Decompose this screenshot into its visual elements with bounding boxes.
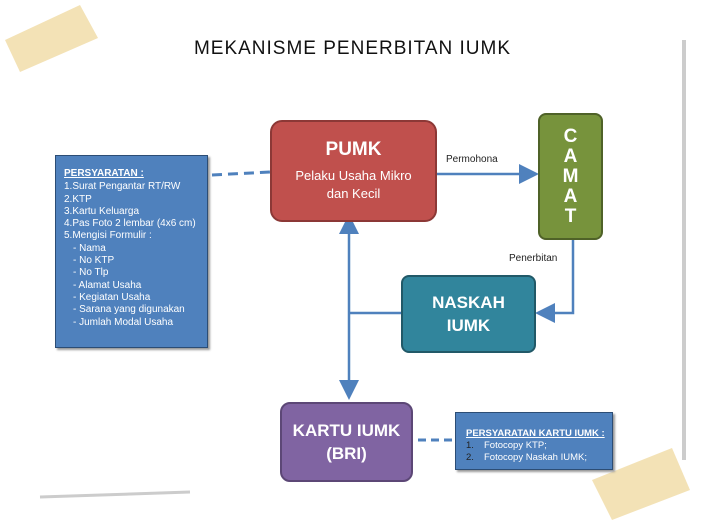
requirement-item: 3.Kartu Keluarga: [64, 205, 140, 217]
card-requirement-item: 1. Fotocopy KTP;: [466, 440, 612, 452]
form-field-item: - No KTP: [73, 255, 115, 267]
page-shadow-bottom: [39, 490, 191, 499]
item-number: 2.: [466, 452, 474, 463]
page-title: MEKANISME PENERBITAN IUMK: [193, 38, 512, 59]
card-requirement-item: 2. Fotocopy Naskah IUMK;: [466, 452, 612, 464]
item-text: Fotocopy KTP;: [484, 440, 547, 451]
requirement-item: 2.KTP: [64, 193, 92, 205]
requirement-item: 4.Pas Foto 2 lembar (4x6 cm): [64, 218, 196, 230]
camat-letter: M: [562, 165, 579, 187]
kartu-line-1: KARTU IUMK: [292, 421, 401, 440]
penerbitan-label: Penerbitan: [509, 253, 558, 264]
item-number: 1.: [466, 440, 474, 451]
arrow-camat-to-naskah: [535, 240, 575, 323]
camat-letter: C: [563, 125, 578, 147]
naskah-iumk-node: NASKAH IUMK: [401, 275, 536, 353]
dashed-connector-requirements: [211, 170, 271, 177]
form-field-item: - Alamat Usaha: [73, 279, 142, 291]
card-requirements-box: PERSYARATAN KARTU IUMK : 1. Fotocopy KTP;…: [455, 412, 613, 470]
pumk-node: PUMK Pelaku Usaha Mikro dan Kecil: [270, 120, 437, 222]
pumk-title: PUMK: [325, 139, 382, 160]
form-field-item: - Sarana yang digunakan: [73, 304, 185, 316]
requirements-box: PERSYARATAN : 1.Surat Pengantar RT/RW 2.…: [55, 155, 208, 348]
camat-letter: A: [563, 185, 578, 207]
kartu-line-2: (BRI): [326, 444, 367, 463]
permohonan-label: Permohona: [446, 154, 498, 165]
camat-node: C A M A T: [538, 113, 603, 240]
requirement-item: 5.Mengisi Formulir :: [64, 230, 152, 242]
pumk-subtitle-1: Pelaku Usaha Mikro: [295, 168, 412, 183]
item-text: Fotocopy Naskah IUMK;: [484, 452, 587, 463]
form-field-item: - Kegiatan Usaha: [73, 291, 151, 303]
kartu-iumk-node: KARTU IUMK (BRI): [280, 402, 413, 482]
tape-bottom-right: [592, 448, 690, 520]
tape-top-left: [5, 5, 98, 72]
requirements-heading: PERSYARATAN :: [64, 168, 144, 179]
form-field-item: - No Tlp: [73, 267, 109, 279]
requirement-item: 1.Surat Pengantar RT/RW: [64, 181, 181, 193]
camat-letter: T: [564, 205, 577, 227]
camat-letter: A: [563, 145, 578, 167]
form-field-item: - Jumlah Modal Usaha: [73, 316, 174, 328]
naskah-line-2: IUMK: [446, 316, 491, 335]
pumk-subtitle-2: dan Kecil: [326, 186, 381, 201]
form-field-item: - Nama: [73, 242, 106, 254]
naskah-line-1: NASKAH: [432, 293, 505, 312]
card-requirements-heading: PERSYARATAN KARTU IUMK :: [466, 428, 605, 439]
